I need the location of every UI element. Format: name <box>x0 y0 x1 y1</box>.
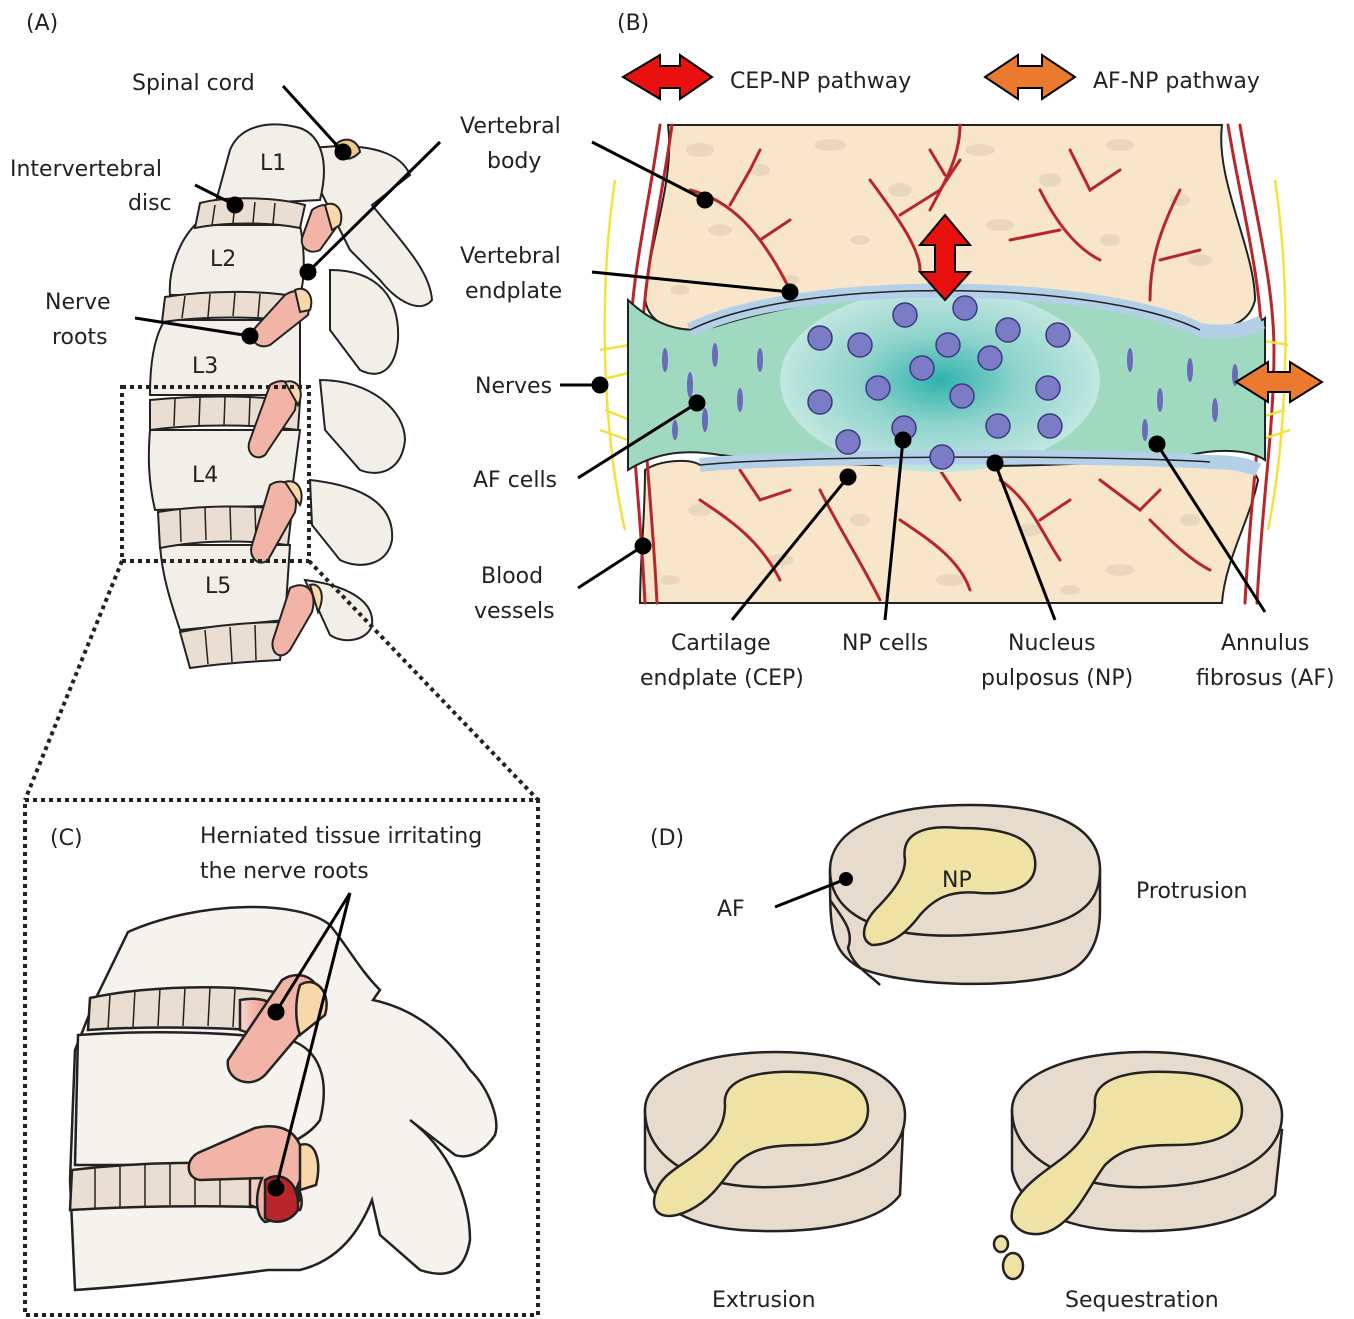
label-np-cells: NP cells <box>842 631 928 656</box>
label-protrusion: Protrusion <box>1136 879 1248 904</box>
label-blood-vessels-1: Blood <box>481 564 543 589</box>
label-blood-vessels-2: vessels <box>474 599 555 624</box>
label-nerve-roots-2: roots <box>52 325 108 350</box>
panel-d-letter: (D) <box>650 826 684 851</box>
label-cep-1: Cartilage <box>671 631 771 656</box>
label-af-disc: AF <box>717 897 745 922</box>
panel-a-letter: (A) <box>26 11 58 36</box>
panel-b-letter: (B) <box>617 11 649 36</box>
label-vertebral-body-2: body <box>487 149 541 174</box>
panel-c: (C) Herniated tissue irritating the nerv… <box>25 800 538 1315</box>
label-intervertebral-disc-1: Intervertebral <box>10 157 162 182</box>
legend-af-np: AF-NP pathway <box>1093 69 1260 94</box>
af-np-arrow-icon <box>985 55 1075 99</box>
zoom-guide-right <box>309 561 538 800</box>
label-vertebral-body-1: Vertebral <box>460 114 561 139</box>
panel-a: (A) <box>10 11 538 800</box>
label-herniated-2: the nerve roots <box>200 859 369 884</box>
label-af-1: Annulus <box>1221 631 1309 656</box>
label-af-2: fibrosus (AF) <box>1196 666 1335 691</box>
legend-cep-np: CEP-NP pathway <box>730 69 911 94</box>
af-leader-dot <box>839 872 853 886</box>
lumbar-spine-illustration <box>149 124 432 668</box>
disc-protrusion <box>830 805 1100 985</box>
label-af-cells: AF cells <box>473 468 557 493</box>
label-vertebral-endplate-2: endplate <box>465 279 562 304</box>
vertebra-label-l2: L2 <box>210 247 236 272</box>
label-extrusion: Extrusion <box>712 1288 816 1313</box>
label-np-disc: NP <box>942 868 972 893</box>
disc-extrusion <box>645 1052 905 1231</box>
panel-c-letter: (C) <box>50 826 83 851</box>
label-sequestration: Sequestration <box>1065 1288 1219 1313</box>
panel-b: (B) CEP-NP pathway AF-NP pathway <box>460 11 1335 691</box>
label-np-2: pulposus (NP) <box>981 666 1133 691</box>
vertebra-label-l1: L1 <box>260 151 286 176</box>
label-cep-2: endplate (CEP) <box>640 666 804 691</box>
vertebra-label-l3: L3 <box>192 354 218 379</box>
label-np-1: Nucleus <box>1008 631 1096 656</box>
cep-np-arrow-icon <box>623 55 712 99</box>
vertebra-label-l4: L4 <box>192 463 218 488</box>
panel-d: (D) NP AF Protrusion Extrusion Sequest <box>645 805 1282 1313</box>
label-nerve-roots-1: Nerve <box>45 290 111 315</box>
label-spinal-cord: Spinal cord <box>132 71 255 96</box>
disc-sequestration <box>994 1052 1282 1279</box>
vertebra-label-l5: L5 <box>205 574 231 599</box>
label-intervertebral-disc-2: disc <box>128 191 172 216</box>
label-vertebral-endplate-1: Vertebral <box>460 244 561 269</box>
zoom-guide-left <box>25 561 122 800</box>
label-nerves: Nerves <box>475 374 552 399</box>
label-herniated-1: Herniated tissue irritating <box>200 824 482 849</box>
